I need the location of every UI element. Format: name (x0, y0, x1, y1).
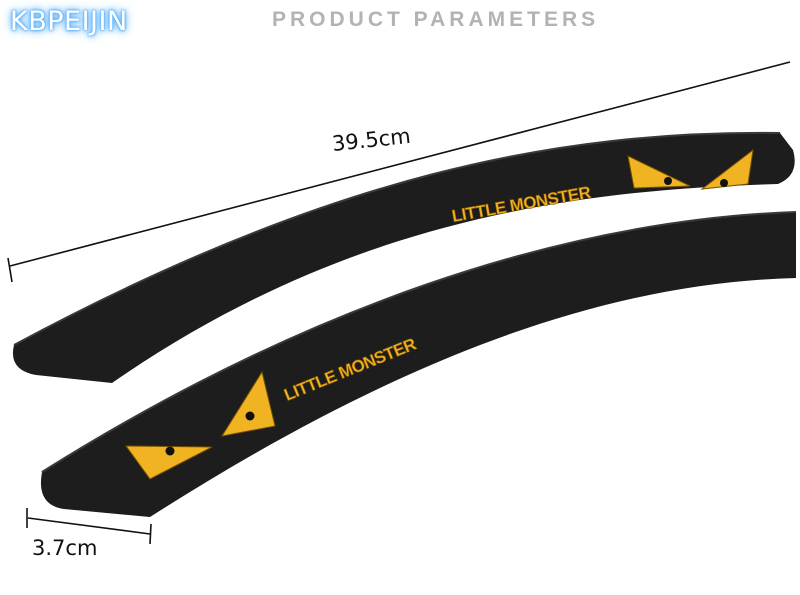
left-eye-icon (125, 445, 213, 480)
lower-strip: LITTLE MONSTER (40, 211, 797, 517)
upper-strip: LITTLE MONSTER (12, 131, 795, 383)
width-dimension: 3.7cm (26, 508, 152, 560)
brand-logo: KBPEIJIN (10, 6, 128, 37)
left-eye-icon (627, 155, 691, 189)
page-title: PRODUCT PARAMETERS (272, 8, 600, 31)
length-label: 39.5cm (331, 124, 412, 156)
width-label: 3.7cm (32, 536, 97, 560)
right-eye-icon (220, 370, 276, 437)
